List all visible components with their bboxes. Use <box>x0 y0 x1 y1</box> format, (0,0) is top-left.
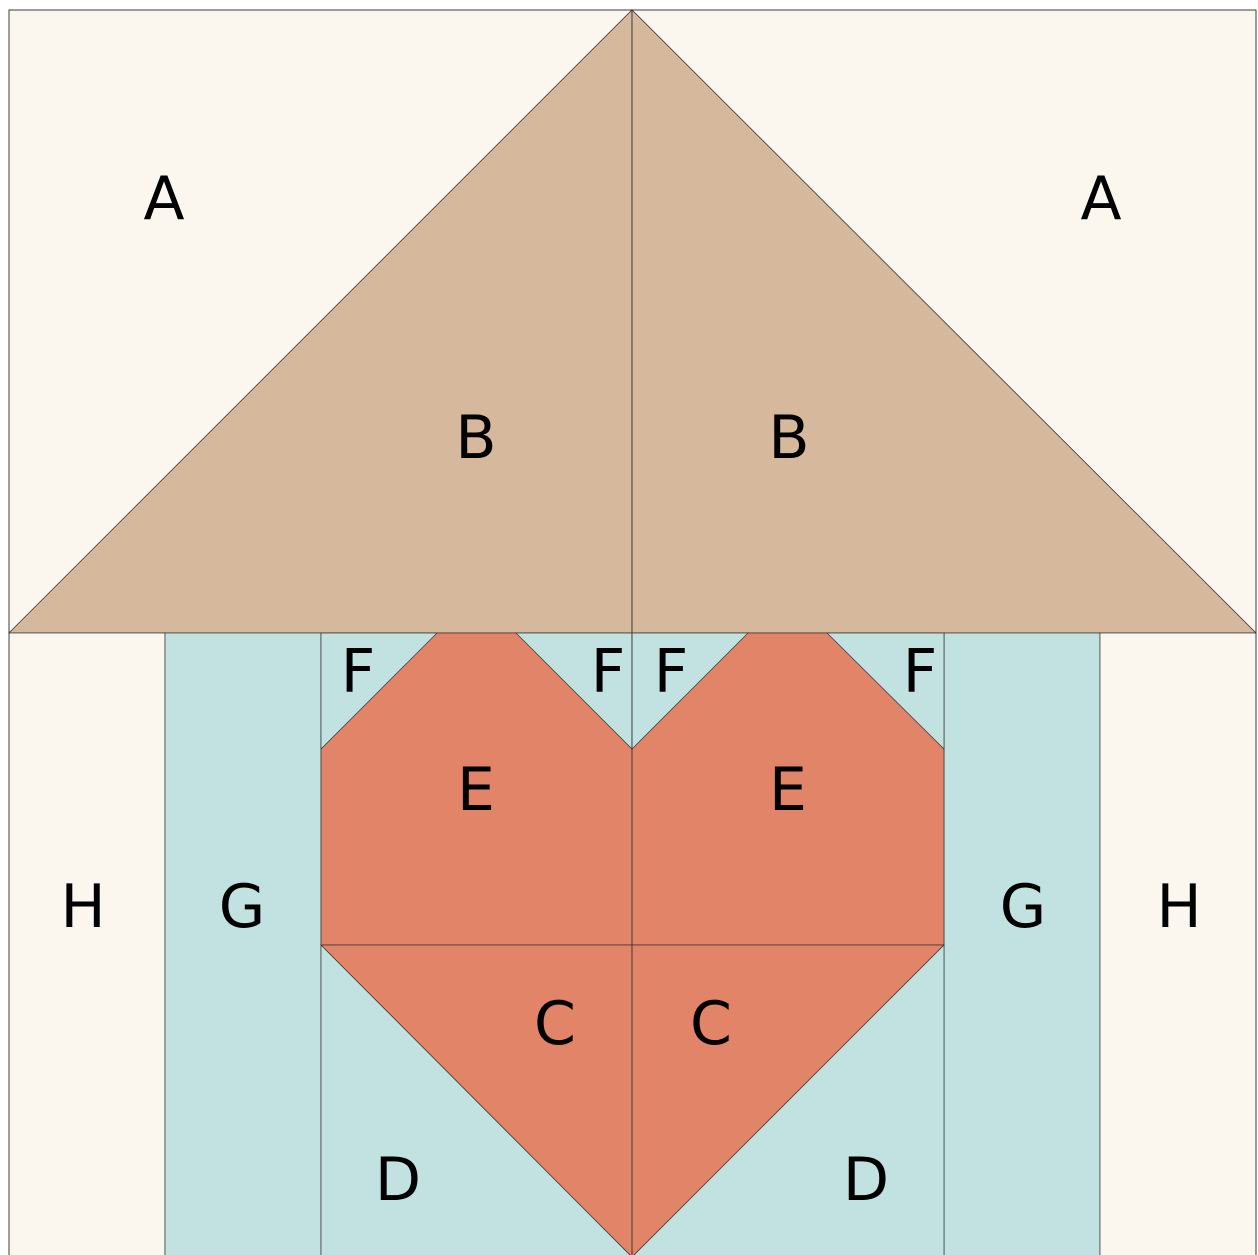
piece-h-right-background <box>1100 633 1256 1255</box>
label-d-right: D <box>843 1145 889 1215</box>
label-g-left: G <box>219 872 266 942</box>
label-b-right: B <box>768 403 809 473</box>
label-c-left: C <box>534 989 576 1059</box>
label-f-2: F <box>591 637 626 707</box>
label-f-4: F <box>903 637 938 707</box>
label-a-right: A <box>1080 164 1121 234</box>
label-h-left: H <box>60 872 105 942</box>
label-c-right: C <box>690 989 732 1059</box>
label-f-3: F <box>654 637 689 707</box>
label-b-left: B <box>455 403 496 473</box>
label-e-left: E <box>457 755 495 825</box>
label-f-1: F <box>341 637 376 707</box>
label-e-right: E <box>769 755 807 825</box>
piece-g-left-sky <box>165 633 321 1255</box>
piece-g-right-sky <box>944 633 1100 1255</box>
label-a-left: A <box>143 164 184 234</box>
label-h-right: H <box>1156 872 1201 942</box>
label-d-left: D <box>375 1145 421 1215</box>
piece-h-left-background <box>9 633 165 1255</box>
label-g-right: G <box>1000 872 1047 942</box>
